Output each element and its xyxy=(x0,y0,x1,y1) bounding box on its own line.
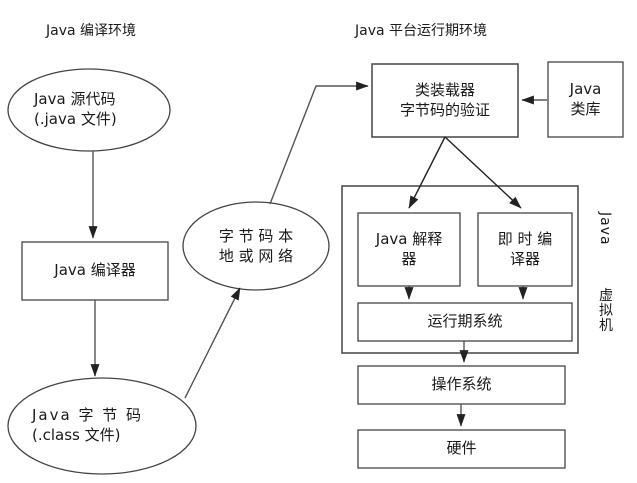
shape-bytecode-network-ellipse xyxy=(182,201,330,291)
label-jvm-vertical: Java 虚拟机 xyxy=(595,212,617,333)
shape-class-loader-rect xyxy=(371,63,519,138)
shape-interpreter-rect xyxy=(357,212,461,287)
shape-runtime-system-rect xyxy=(357,302,573,342)
label-jvm-vertical-cjk: 虚拟机 xyxy=(597,287,613,333)
shape-compiler-rect xyxy=(21,241,169,301)
heading-runtime-environment: Java 平台运行期环境 xyxy=(355,23,488,39)
arrow-class-loader-to-interpreter xyxy=(408,136,446,209)
shape-hardware-rect xyxy=(357,429,566,469)
arrow-bytecode-file-to-network xyxy=(184,287,241,399)
shape-java-library-rect xyxy=(547,61,624,138)
heading-compile-environment: Java 编译环境 xyxy=(46,23,137,39)
shape-operating-system-rect xyxy=(357,365,566,405)
shape-source-code-ellipse xyxy=(7,68,171,152)
arrow-class-loader-to-jit xyxy=(444,136,522,209)
shape-jit-compiler-rect xyxy=(477,212,573,287)
arrow-network-to-class-loader xyxy=(269,81,369,205)
label-jvm-vertical-latin: Java xyxy=(597,212,613,246)
shape-bytecode-file-ellipse xyxy=(7,377,197,475)
